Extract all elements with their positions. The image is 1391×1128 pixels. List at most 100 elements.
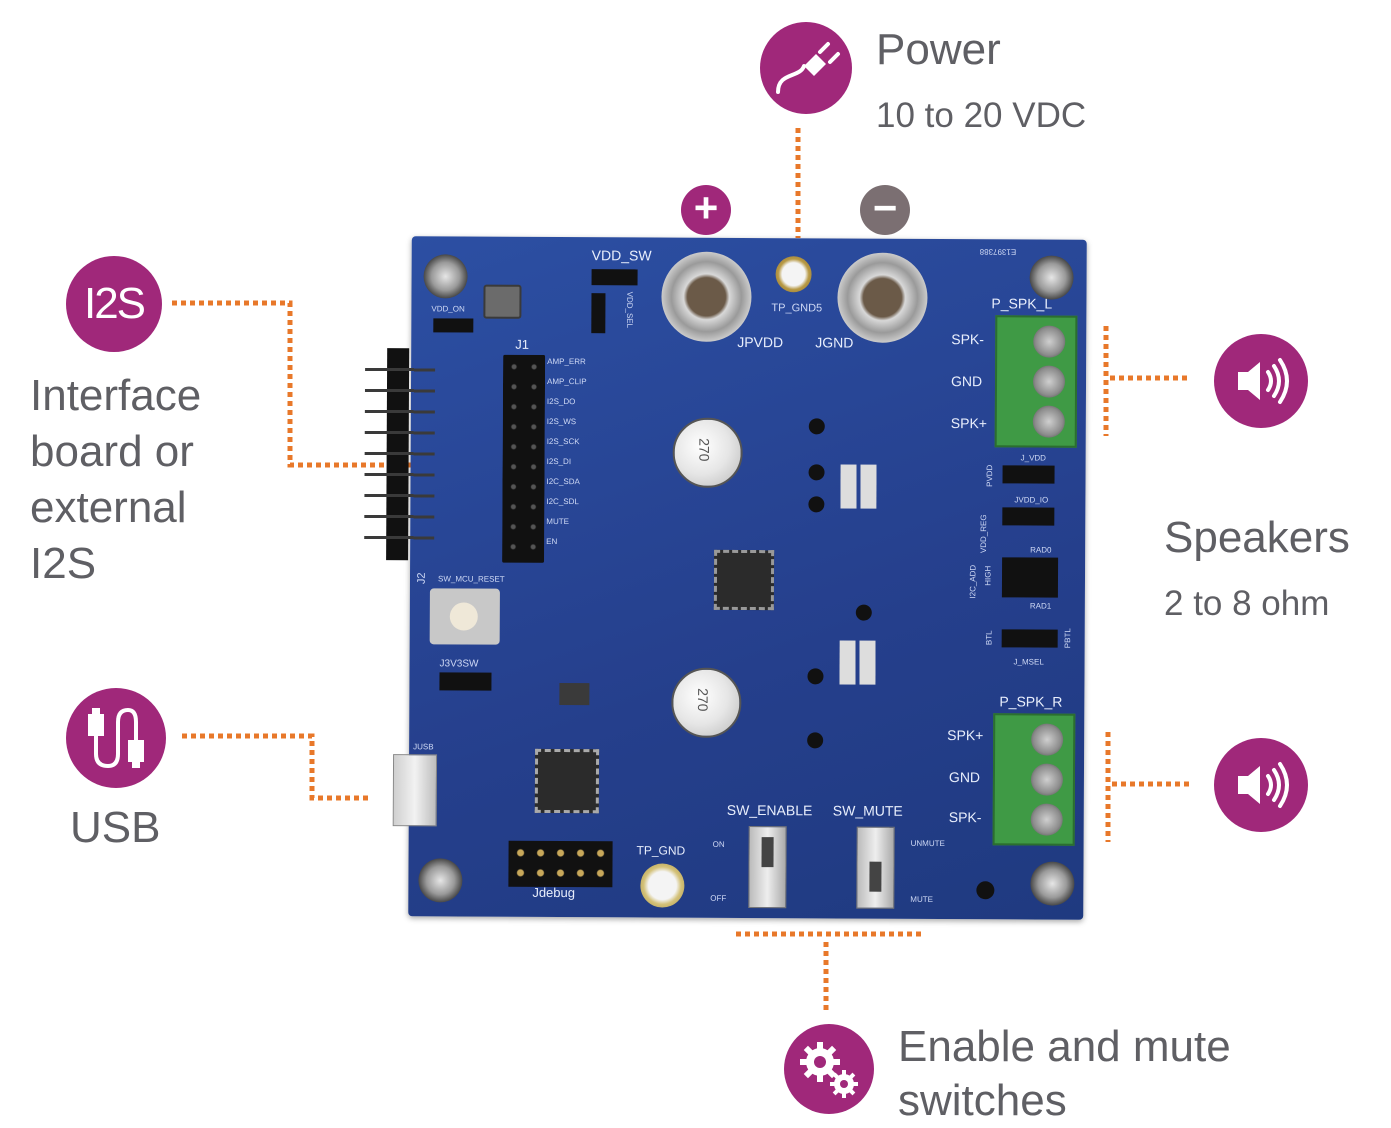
j1-pin-label: AMP_ERR: [547, 356, 586, 367]
spk-minus-label: SPK-: [951, 331, 984, 348]
j3v3sw-jumper: [439, 672, 492, 691]
terminal-screw: [1033, 325, 1066, 358]
inductor: [483, 284, 522, 319]
j2-label: J2: [415, 572, 428, 585]
j1-pin-label: I2C_SDL: [546, 496, 579, 507]
mounting-screw: [1030, 861, 1075, 906]
on-label: ON: [712, 839, 725, 849]
sw-mute-label: SW_MUTE: [832, 802, 903, 819]
power-subtitle: 10 to 20 VDC: [876, 96, 1087, 135]
vdd-on-label: VDD_ON: [431, 304, 465, 314]
jpvdd-label: JPVDD: [737, 333, 784, 351]
vdd-sel-jumper: [591, 293, 606, 334]
off-label: OFF: [710, 893, 727, 903]
speakers-subtitle: 2 to 8 ohm: [1164, 584, 1330, 623]
electrolytic-capacitor: 270: [672, 417, 743, 488]
power-jack-negative: [837, 252, 928, 343]
speaker-left-callout-icon: [1214, 334, 1308, 428]
crystal: [559, 683, 590, 706]
jvdd-io-label: JVDD_IO: [1014, 495, 1049, 505]
minus-sign: −: [872, 184, 898, 231]
pvdd-label: PVDD: [985, 464, 995, 487]
usb-cable-icon: [88, 707, 144, 769]
spk-minus-label: SPK-: [948, 809, 982, 826]
board-id: E1397388: [979, 247, 1017, 257]
tp-gnd-label: TP_GND: [636, 843, 686, 858]
test-point: [807, 668, 824, 685]
usb-label: USB: [70, 803, 161, 852]
i2s-leader: [172, 300, 520, 468]
j1-pin-label: I2C_SDA: [546, 476, 580, 487]
minus-badge: −: [860, 185, 910, 235]
j-msel-label: J_MSEL: [1013, 657, 1044, 667]
terminal-screw: [1031, 723, 1064, 756]
i2s-icon-text: I2S: [83, 279, 146, 328]
jdebug-header: [508, 840, 613, 888]
j1-header: [502, 354, 546, 563]
usb-leader: [182, 733, 372, 801]
capacitor-text: 270: [696, 438, 713, 462]
spk-plus-label: SPK+: [947, 727, 984, 744]
gnd-label: GND: [950, 373, 983, 390]
j-vdd-jumper: [1002, 465, 1055, 484]
inductor-pair: [839, 640, 876, 685]
sw-mcu-reset-label: SW_MCU_RESET: [437, 574, 505, 584]
switches-callout-icon: [784, 1024, 874, 1114]
usb-connector: [392, 754, 438, 827]
pcb-board: VDD_SW VDD_ON VDD_SEL E1397388 TP_GND5 J…: [364, 236, 1087, 920]
speaker-left-terminal: [994, 315, 1078, 448]
power-jack-positive: [661, 251, 752, 343]
rad0-label: RAD0: [1030, 545, 1052, 555]
amplifier-chip: [713, 549, 775, 611]
i2s-label-line: I2S: [30, 539, 97, 588]
spk-plus-label: SPK+: [950, 415, 988, 432]
power-callout-icon: [760, 22, 852, 114]
switches-label: Enable and mute switches: [898, 1020, 1231, 1128]
terminal-screw: [1032, 405, 1065, 438]
mounting-screw: [1029, 255, 1074, 300]
speaker-right-leader: [1105, 732, 1192, 842]
switches-leader: [736, 931, 922, 1012]
j-msel-jumper: [1001, 629, 1058, 648]
j1-pin-label: I2S_SCK: [546, 436, 580, 447]
jvdd-io-jumper: [1002, 507, 1055, 526]
switches-label-line: switches: [898, 1076, 1067, 1125]
jdebug-label: Jdebug: [532, 884, 576, 901]
test-point: [808, 464, 825, 481]
mcu-chip: [534, 748, 600, 814]
mounting-screw: [423, 254, 468, 299]
p-spk-r-label: P_SPK_R: [999, 693, 1063, 710]
j1-pin-label: EN: [546, 536, 558, 547]
jusb-label: JUSB: [413, 742, 434, 752]
btl-label: BTL: [984, 630, 994, 646]
reset-button[interactable]: [429, 588, 500, 645]
j-vdd-label: J_VDD: [1020, 453, 1046, 463]
rad-jumper: [1001, 557, 1059, 598]
gears-icon: [800, 1042, 858, 1098]
j1-pin-labels: AMP_ERR AMP_CLIP I2S_DO I2S_WS I2S_SCK I…: [546, 357, 607, 557]
high-label: HIGH: [983, 565, 993, 586]
switches-label-line: Enable and mute: [898, 1022, 1231, 1071]
gnd-label: GND: [948, 769, 981, 786]
capacitor-text: 270: [694, 688, 712, 712]
terminal-screw: [1030, 803, 1063, 836]
speaker-icon: [1238, 762, 1289, 808]
i2s-label: Interface board or external I2S: [30, 368, 201, 592]
enable-switch[interactable]: [748, 826, 787, 909]
j2-header: [364, 348, 449, 561]
pbtl-label: PBTL: [1063, 628, 1073, 649]
test-point: [976, 881, 995, 900]
test-point: [808, 496, 825, 513]
i2s-callout-icon: I2S: [66, 256, 162, 352]
test-point: [855, 604, 872, 621]
j1-pin-label: I2S_WS: [546, 416, 577, 427]
vdd-sw-header: [591, 269, 638, 286]
power-title: Power: [876, 25, 1001, 74]
i2s-label-line: board or: [30, 427, 194, 476]
terminal-screw: [1032, 365, 1066, 398]
tp-gnd-pad: [640, 863, 685, 908]
terminal-screw: [1030, 763, 1064, 796]
plug-icon: [776, 42, 840, 94]
mute-switch[interactable]: [856, 826, 895, 909]
vdd-sw-label: VDD_SW: [591, 247, 652, 264]
